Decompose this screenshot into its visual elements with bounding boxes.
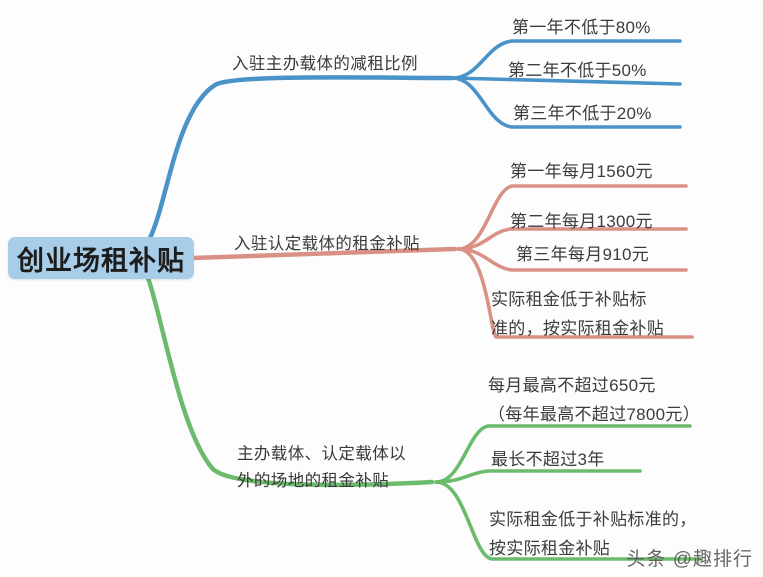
leaf-label-green-3[interactable]: 实际租金低于补贴标准的， 按实际租金补贴 [489, 510, 697, 558]
leaf-label-red-1[interactable]: 第一年每月1560元 [510, 162, 653, 181]
branch-label-red[interactable]: 入驻认定载体的租金补贴 [234, 235, 420, 253]
leaf-label-blue-1[interactable]: 第一年不低于80% [512, 18, 651, 37]
watermark: 头条 @趣排行 [626, 549, 753, 570]
leaf-label-green-2[interactable]: 最长不超过3年 [491, 450, 605, 469]
leaf-label-red-3[interactable]: 第三年每月910元 [516, 245, 650, 264]
leaf-label-red-4[interactable]: 实际租金低于补贴标 准的，按实际租金补贴 [491, 290, 664, 338]
root-node-label: 创业场租补贴 [17, 245, 185, 276]
leaf-label-red-2[interactable]: 第二年每月1300元 [510, 212, 653, 231]
branch-label-blue[interactable]: 入驻主办载体的减租比例 [232, 55, 418, 73]
root-node[interactable]: 创业场租补贴 [8, 237, 194, 279]
branch-label-green[interactable]: 主办载体、认定载体以 外的场地的租金补贴 [237, 445, 406, 490]
leaf-label-blue-3[interactable]: 第三年不低于20% [513, 104, 652, 123]
leaf-label-green-1[interactable]: 每月最高不超过650元 （每年最高不超过7800元） [488, 376, 701, 424]
leaf-label-blue-2[interactable]: 第二年不低于50% [508, 61, 647, 80]
wire-root-to-branch-blue [147, 75, 455, 241]
